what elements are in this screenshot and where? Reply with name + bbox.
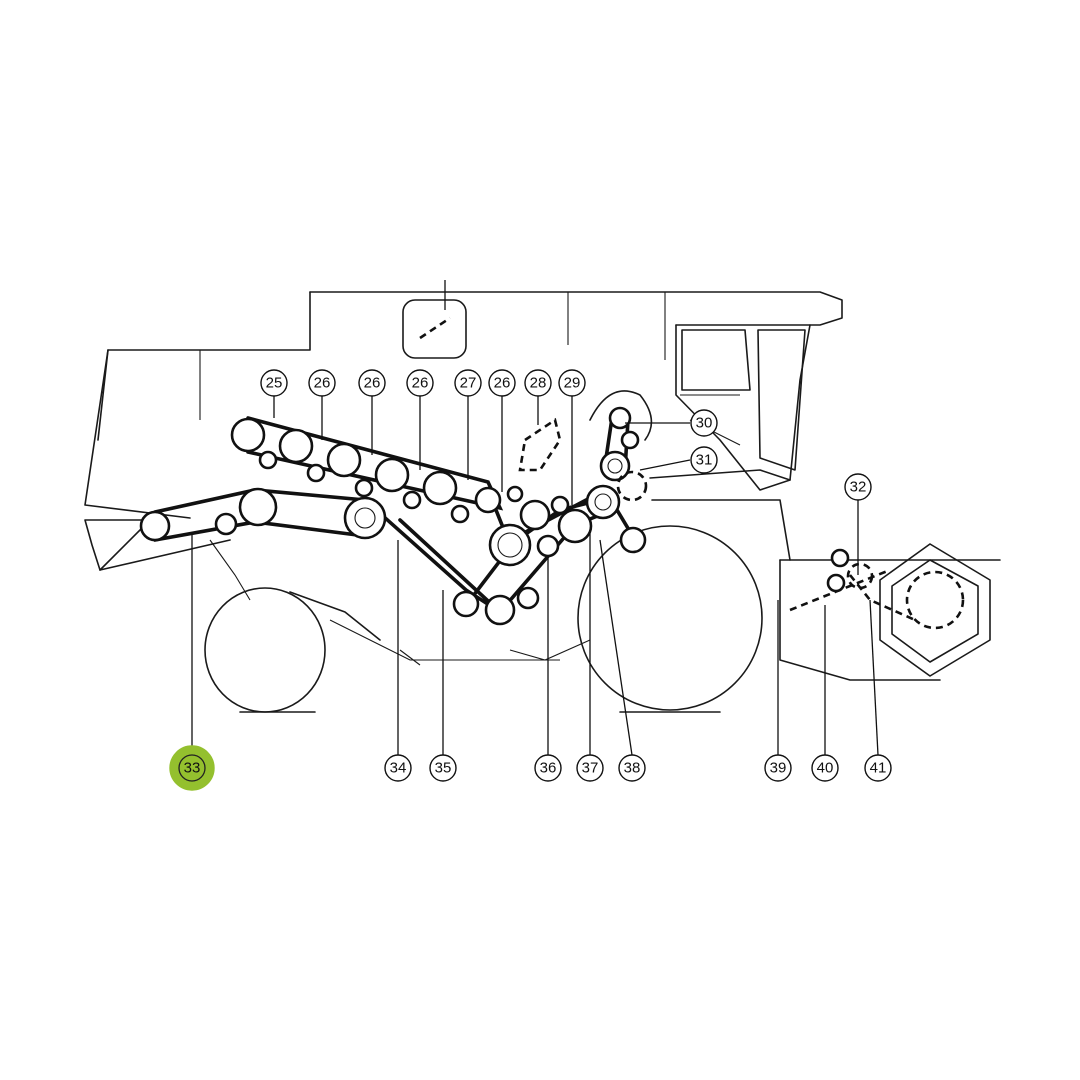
- callout-35[interactable]: 35: [429, 754, 457, 782]
- cab: [675, 324, 811, 491]
- svg-text:34: 34: [390, 760, 407, 777]
- svg-text:40: 40: [817, 760, 834, 777]
- top-chain-housing: [402, 299, 467, 359]
- svg-text:26: 26: [494, 375, 511, 392]
- combine-outline: [84, 280, 1001, 713]
- callout-41[interactable]: 41: [864, 754, 892, 782]
- svg-text:37: 37: [582, 760, 599, 777]
- svg-text:30: 30: [696, 415, 713, 432]
- callout-37[interactable]: 37: [576, 754, 604, 782]
- svg-text:26: 26: [364, 375, 381, 392]
- callout-26[interactable]: 26: [308, 369, 336, 397]
- svg-text:38: 38: [624, 760, 641, 777]
- callout-30[interactable]: 30: [690, 409, 718, 437]
- callouts: 25 26 26 26 27 26 28 29: [169, 369, 892, 791]
- pulleys: [139, 390, 653, 626]
- svg-text:29: 29: [564, 375, 581, 392]
- pulley: [230, 417, 266, 453]
- callout-31[interactable]: 31: [690, 446, 718, 474]
- svg-text:35: 35: [435, 760, 452, 777]
- svg-text:41: 41: [870, 760, 887, 777]
- svg-text:36: 36: [540, 760, 557, 777]
- rear-hexagon: [879, 543, 991, 677]
- callout-29[interactable]: 29: [558, 369, 586, 397]
- callout-34[interactable]: 34: [384, 754, 412, 782]
- main-belt: [363, 498, 502, 614]
- svg-text:39: 39: [770, 760, 787, 777]
- callout-27[interactable]: 27: [454, 369, 482, 397]
- callout-36[interactable]: 36: [534, 754, 562, 782]
- callout-39[interactable]: 39: [764, 754, 792, 782]
- callout-26[interactable]: 26: [406, 369, 434, 397]
- svg-text:31: 31: [696, 452, 713, 469]
- callout-28[interactable]: 28: [524, 369, 552, 397]
- svg-text:26: 26: [314, 375, 331, 392]
- roof-line: [309, 291, 843, 326]
- rear-wheel: [577, 525, 763, 711]
- svg-text:27: 27: [460, 375, 477, 392]
- svg-text:33: 33: [184, 760, 201, 777]
- svg-text:25: 25: [266, 375, 283, 392]
- leader-lines: [191, 396, 879, 756]
- svg-text:32: 32: [850, 479, 867, 496]
- callout-26[interactable]: 26: [488, 369, 516, 397]
- svg-text:26: 26: [412, 375, 429, 392]
- callout-26[interactable]: 26: [358, 369, 386, 397]
- callout-32[interactable]: 32: [844, 473, 872, 501]
- front-wheel: [204, 587, 326, 713]
- callout-33-highlighted[interactable]: 33: [169, 745, 215, 791]
- callout-25[interactable]: 25: [260, 369, 288, 397]
- svg-text:28: 28: [530, 375, 547, 392]
- callout-38[interactable]: 38: [618, 754, 646, 782]
- callout-40[interactable]: 40: [811, 754, 839, 782]
